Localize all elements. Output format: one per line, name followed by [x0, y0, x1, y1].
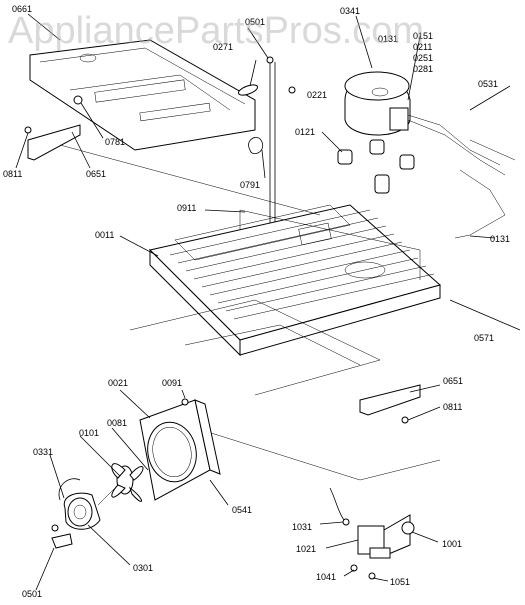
relay-assembly	[329, 487, 415, 580]
clip-0791	[248, 137, 264, 155]
cover-plate	[29, 39, 256, 151]
fan-motor	[51, 478, 119, 549]
callout-0571: 0571	[474, 333, 494, 343]
leader-lines	[27, 13, 521, 591]
right-bracket	[359, 384, 421, 424]
left-bracket	[15, 124, 91, 169]
grommets	[337, 139, 415, 194]
callout-0651-right: 0651	[443, 376, 463, 386]
callout-0661: 0661	[12, 4, 32, 14]
callout-0301: 0301	[133, 563, 153, 573]
callout-0331: 0331	[33, 447, 53, 457]
callout-0131-top: 0131	[378, 34, 398, 44]
callout-0271: 0271	[213, 42, 233, 52]
callout-0221: 0221	[307, 90, 327, 100]
callout-0021: 0021	[108, 378, 128, 388]
callout-0501-bottom: 0501	[22, 589, 42, 599]
callout-0541: 0541	[232, 505, 252, 515]
drier-tube	[238, 27, 296, 230]
callout-1001: 1001	[442, 539, 462, 549]
callout-1031: 1031	[292, 522, 312, 532]
callout-0651-left: 0651	[86, 169, 106, 179]
screw-0781	[73, 95, 104, 139]
callout-0911: 0911	[177, 203, 196, 213]
callout-0781: 0781	[105, 137, 125, 147]
fan-shroud	[139, 398, 221, 501]
condenser-base	[149, 204, 442, 357]
callout-0211: 0211	[413, 42, 432, 52]
callout-1041: 1041	[316, 572, 336, 582]
callout-0531: 0531	[478, 79, 498, 89]
callout-0811-right: 0811	[443, 402, 462, 412]
frame-lines	[59, 144, 421, 280]
callout-0081: 0081	[107, 418, 127, 428]
compressor	[344, 71, 516, 239]
callout-0091: 0091	[162, 378, 182, 388]
callout-0251: 0251	[413, 53, 433, 63]
callout-0131-right: 0131	[490, 234, 510, 244]
callout-labels: 0661 0501 0271 0341 0131 0151 0211 0251 …	[3, 4, 510, 599]
callout-0011: 0011	[95, 230, 114, 240]
callout-1021: 1021	[296, 544, 316, 554]
callout-1051: 1051	[390, 577, 410, 587]
callout-0151: 0151	[413, 31, 433, 41]
callout-0811-left: 0811	[3, 169, 22, 179]
callout-0341: 0341	[340, 6, 360, 16]
callout-0791: 0791	[240, 180, 260, 190]
fan-blade	[111, 463, 144, 502]
callout-0281: 0281	[413, 64, 433, 74]
callout-0121: 0121	[295, 127, 315, 137]
callout-0101: 0101	[79, 428, 99, 438]
callout-0501-top: 0501	[245, 17, 265, 27]
